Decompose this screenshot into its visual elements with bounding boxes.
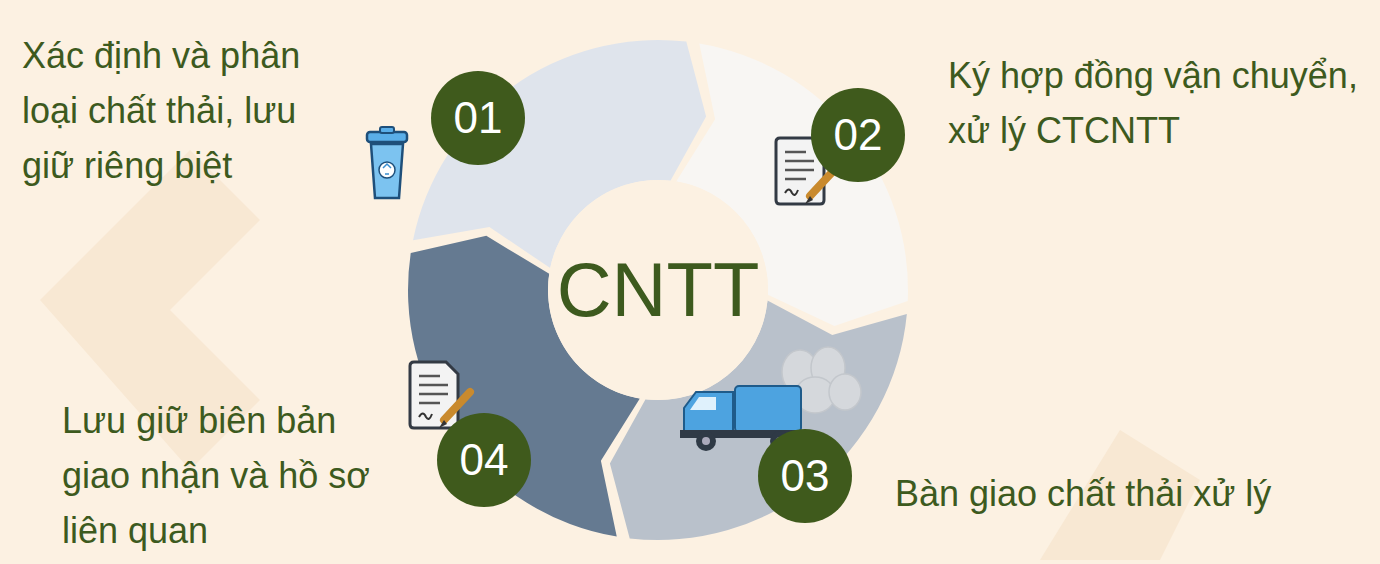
step-number: 01 [454,96,503,140]
center-circle: CNTT [548,180,768,400]
step-label: Xác định và phân loại chất thải, lưu giữ… [22,28,357,193]
step-number: 04 [460,438,509,482]
cycle-ring [408,40,908,540]
step-label: Bàn giao chất thải xử lý [895,466,1373,521]
step-circle: 02Ký hợp đồng vận chuyển, xử lý CTCNTT [811,88,905,182]
center-title: CNTT [557,252,760,328]
step-label: Lưu giữ biên bản giao nhận và hồ sơ liên… [62,393,402,558]
step-number: 03 [781,454,830,498]
step-circle: 01Xác định và phân loại chất thải, lưu g… [431,71,525,165]
step-label: Ký hợp đồng vận chuyển, xử lý CTCNTT [948,48,1373,158]
center-disc [548,180,768,400]
step-circle: 04Lưu giữ biên bản giao nhận và hồ sơ li… [437,413,531,507]
step-circle: 03Bàn giao chất thải xử lý [758,429,852,523]
trash-icon [367,127,407,198]
step-number: 02 [834,113,883,157]
